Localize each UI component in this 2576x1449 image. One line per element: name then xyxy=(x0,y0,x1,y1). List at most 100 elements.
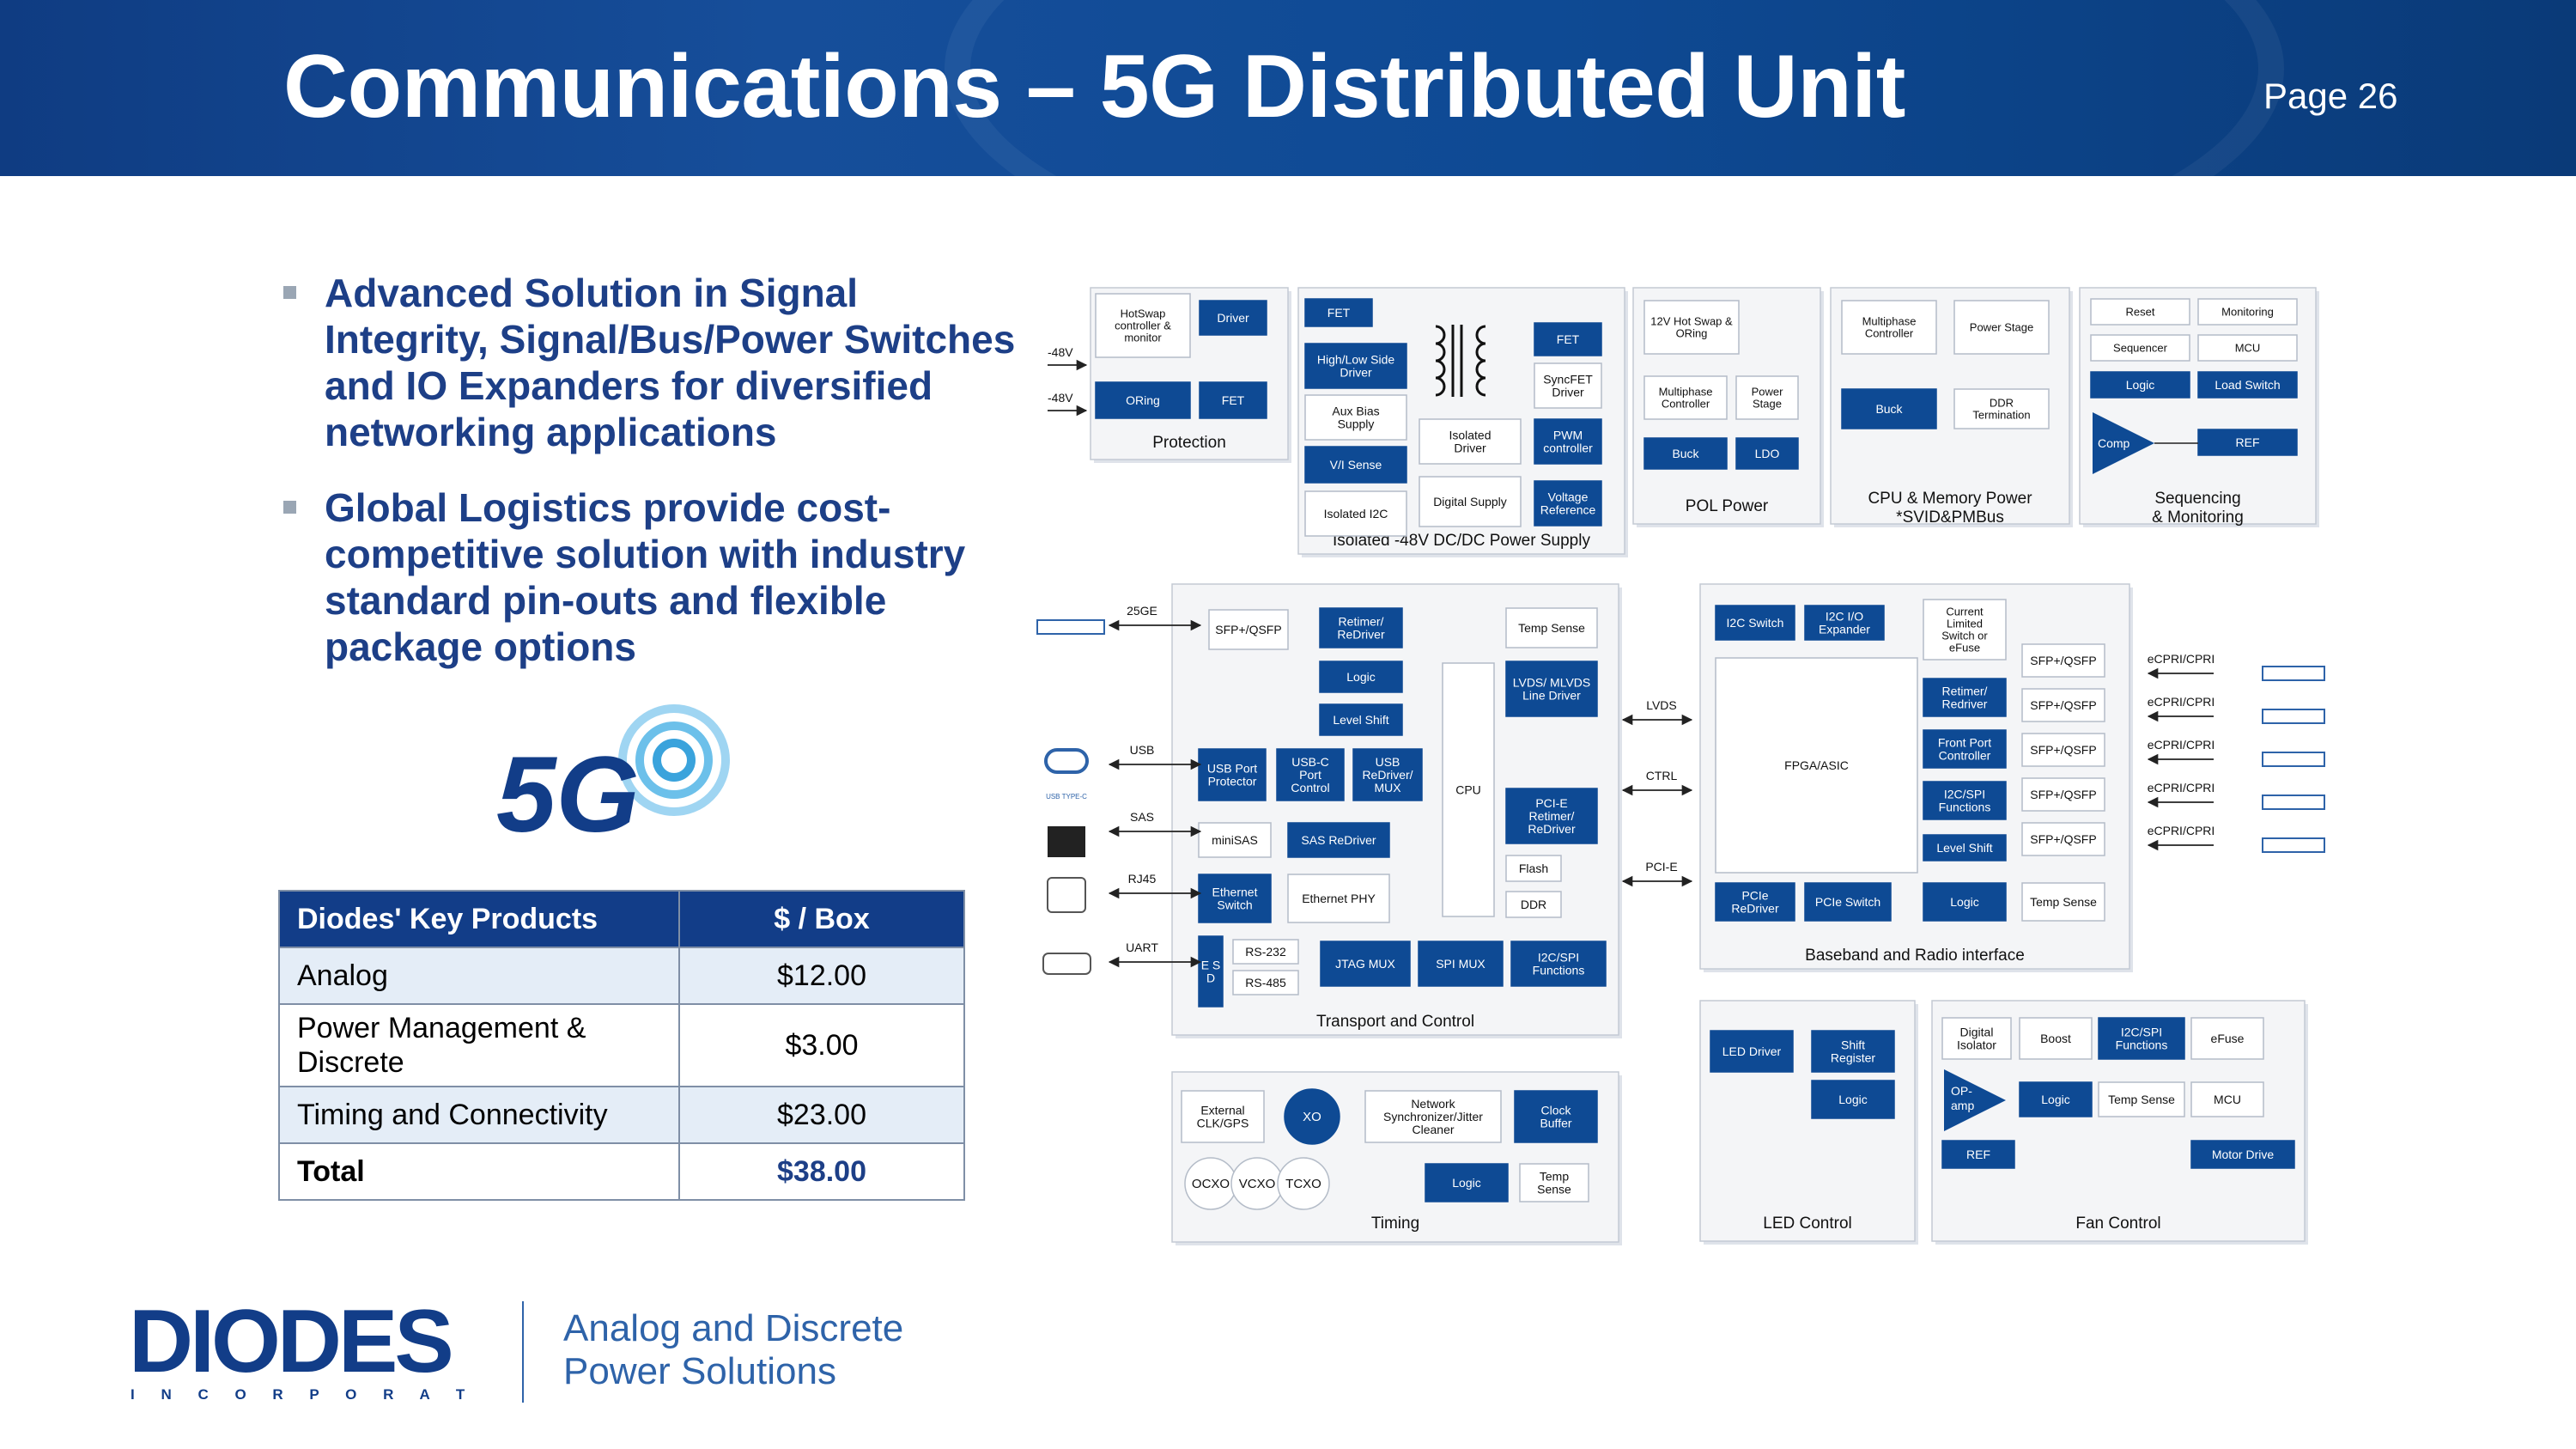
block-mcu xyxy=(2197,334,2298,362)
block-ddr xyxy=(1505,891,1562,918)
product-value: $12.00 xyxy=(678,947,965,1005)
block-label: FET xyxy=(1557,332,1580,346)
transformer-icon xyxy=(1435,325,1486,397)
block-label: REF xyxy=(2236,435,2260,449)
port-label: eCPRI/CPRI xyxy=(2148,652,2215,666)
port-label: UART xyxy=(1126,941,1158,954)
product-name: Analog xyxy=(278,947,680,1005)
block-temp-sense xyxy=(1505,607,1598,648)
sfp-port-icon xyxy=(2262,666,2325,681)
block-label: Logic xyxy=(2041,1093,2069,1106)
block-e-s-d xyxy=(1198,935,1224,1008)
block-usb-c-port-control xyxy=(1276,748,1345,801)
block-digital-isolator xyxy=(1941,1017,2012,1060)
block-level-shift xyxy=(1319,703,1403,736)
block-power-stage xyxy=(1735,375,1799,420)
block-label: Power Stage xyxy=(1970,321,2033,334)
block-label: FPGA/ASIC xyxy=(1784,758,1849,772)
port-label: 25GE xyxy=(1127,604,1157,618)
block-driver xyxy=(1199,300,1267,336)
block-label: V/I Sense xyxy=(1330,458,1382,472)
block-clock-buffer xyxy=(1514,1090,1598,1143)
product-value: $3.00 xyxy=(678,1003,965,1087)
port-label: USB xyxy=(1130,743,1155,757)
block-label: SAS ReDriver xyxy=(1301,833,1376,847)
panel-label: Baseband and Radio interface xyxy=(1805,947,2025,965)
port-label: eCPRI/CPRI xyxy=(2148,824,2215,837)
bullet-marker xyxy=(283,501,296,514)
block-label: TCXO xyxy=(1285,1177,1321,1191)
block-label: Logic xyxy=(1950,895,1978,909)
block-label: Retimer/Redriver xyxy=(1942,684,1988,710)
block-logic xyxy=(1923,882,2007,922)
block-i2c-spi-functions xyxy=(1510,941,1607,987)
block-logic xyxy=(1319,661,1403,693)
block-label: OCXO xyxy=(1192,1177,1230,1191)
block-multiphase-controller xyxy=(1841,300,1937,355)
block-label: XO xyxy=(1303,1110,1321,1124)
block-label: LDO xyxy=(1755,447,1780,460)
block-label: Isolated I2C xyxy=(1324,507,1388,521)
block-label: eFuse xyxy=(2211,1032,2245,1045)
block-label: Load Switch xyxy=(2215,378,2280,392)
block-external-clk-gps xyxy=(1181,1090,1265,1143)
block-flash xyxy=(1505,855,1562,882)
block-sfp-qsfp xyxy=(2021,643,2105,678)
block-label: SPI MUX xyxy=(1436,957,1485,971)
port-label: RJ45 xyxy=(1128,872,1157,886)
block-buck xyxy=(1643,437,1728,470)
block-level-shift xyxy=(1923,834,2007,861)
block-label: Temp Sense xyxy=(2108,1093,2175,1106)
block-load-switch xyxy=(2197,371,2298,399)
block-mcu xyxy=(2190,1081,2264,1117)
block-fet xyxy=(1534,322,1602,356)
tagline-line-2: Power Solutions xyxy=(563,1350,836,1392)
block-syncfet-driver xyxy=(1534,362,1602,409)
block-label: Logic xyxy=(1346,670,1375,684)
block-isolated-driver xyxy=(1419,418,1522,465)
table-header-value: $ / Box xyxy=(678,890,965,948)
block-pcie-redriver xyxy=(1715,882,1795,922)
block-logic xyxy=(2090,371,2190,399)
block-label: DDR xyxy=(1521,898,1546,911)
block-minisas xyxy=(1198,822,1272,858)
block-label: Temp Sense xyxy=(2030,895,2097,909)
table-row: Timing and Connectivity $23.00 xyxy=(278,1086,965,1144)
block-digital-supply xyxy=(1419,476,1522,527)
panel-label: Fan Control xyxy=(2075,1215,2160,1233)
block-v-i-sense xyxy=(1304,446,1407,484)
block-ddr-termination xyxy=(1953,388,2050,429)
block-label: Sequencer xyxy=(2113,342,2168,355)
block-logic xyxy=(1811,1080,1895,1119)
diodes-logo: DIODES I N C O R P O R A T E D xyxy=(129,1301,489,1403)
block-label: ORing xyxy=(1126,393,1160,407)
panel-label: POL Power xyxy=(1686,497,1769,515)
block-led-driver xyxy=(1710,1030,1794,1073)
block-ref xyxy=(1941,1140,2015,1169)
header-bar: Communications – 5G Distributed Unit Pag… xyxy=(0,0,2576,176)
port-label: USB TYPE-C xyxy=(1046,793,1087,801)
panel-label: Timing xyxy=(1371,1215,1419,1233)
block-label: LED Driver xyxy=(1722,1044,1782,1058)
block-i2c-i-o-expander xyxy=(1804,605,1885,641)
page-title: Communications – 5G Distributed Unit xyxy=(283,37,1905,137)
port-label: eCPRI/CPRI xyxy=(2148,738,2215,752)
tagline-line-1: Analog and Discrete xyxy=(563,1307,904,1349)
table-row: Power Management & Discrete $3.00 xyxy=(278,1003,965,1087)
